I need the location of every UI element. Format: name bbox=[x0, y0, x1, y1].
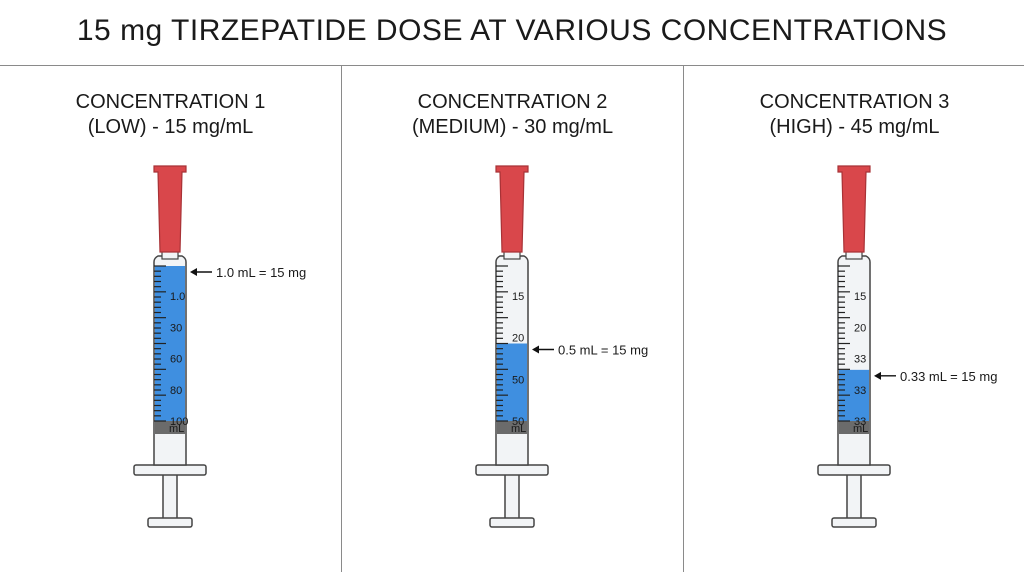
plunger-thumb-rest bbox=[147, 517, 193, 528]
panel-heading: CONCENTRATION 3 (HIGH) - 45 mg/mL bbox=[684, 90, 1024, 140]
scale-label: 15 bbox=[854, 291, 866, 303]
plunger-stopper bbox=[839, 421, 869, 434]
plunger-thumb-rest bbox=[831, 517, 877, 528]
annotation-arrow-head bbox=[874, 371, 881, 380]
liquid-fill bbox=[497, 343, 527, 421]
annotation-arrow-head bbox=[532, 345, 539, 354]
scale-label: 20 bbox=[854, 322, 866, 334]
plunger-thumb-rest bbox=[489, 517, 535, 528]
panel-divider-1 bbox=[341, 66, 342, 572]
panel-concentration-2: CONCENTRATION 2 (MEDIUM) - 30 mg/mL 15 20… bbox=[342, 66, 683, 572]
unit-label: mL bbox=[853, 423, 868, 435]
panel-heading-line2: (MEDIUM) - 30 mg/mL bbox=[411, 116, 614, 138]
unit-label: mL bbox=[169, 423, 184, 435]
scale-label: 50 bbox=[512, 416, 524, 428]
needle-cap bbox=[153, 165, 187, 253]
scale-label: 80 bbox=[170, 385, 182, 397]
dose-annotation: 0.33 mL = 15 mg bbox=[900, 369, 997, 384]
scale-label: 33 bbox=[854, 385, 866, 397]
annotation-arrow-head bbox=[190, 268, 197, 276]
panel-divider-2 bbox=[683, 66, 684, 572]
needle-cap bbox=[495, 165, 529, 253]
plunger-stopper bbox=[497, 421, 527, 434]
plunger-stopper bbox=[155, 421, 185, 434]
panel-heading-line1: CONCENTRATION 1 bbox=[75, 91, 266, 113]
dose-annotation: 0.5 mL = 15 mg bbox=[558, 343, 648, 358]
scale-label: 60 bbox=[170, 354, 182, 366]
panel-heading-line1: CONCENTRATION 3 bbox=[759, 91, 950, 113]
scale-label: 50 bbox=[512, 374, 524, 386]
panel-heading: CONCENTRATION 1 (LOW) - 15 mg/mL bbox=[0, 90, 341, 140]
scale-label: 100 bbox=[170, 416, 188, 428]
scale-label: 33 bbox=[854, 416, 866, 428]
scale-label: 20 bbox=[512, 333, 524, 345]
unit-label: mL bbox=[511, 423, 526, 435]
finger-flange bbox=[475, 464, 549, 476]
panel-concentration-1: CONCENTRATION 1 (LOW) - 15 mg/mL 1.0 30 60… bbox=[0, 66, 341, 572]
scale-label: 33 bbox=[854, 354, 866, 366]
finger-flange bbox=[133, 464, 207, 476]
page-title: 15 mg TIRZEPATIDE DOSE AT VARIOUS CONCEN… bbox=[76, 14, 948, 47]
panel-heading-line1: CONCENTRATION 2 bbox=[417, 91, 608, 113]
finger-flange bbox=[817, 464, 891, 476]
scale-label: 30 bbox=[170, 322, 182, 334]
scale-label: 1.0 bbox=[170, 291, 185, 303]
dose-annotation: 1.0 mL = 15 mg bbox=[216, 265, 306, 280]
panel-concentration-3: CONCENTRATION 3 (HIGH) - 45 mg/mL 15 20 33… bbox=[684, 66, 1024, 572]
needle-cap bbox=[837, 165, 871, 253]
panel-heading: CONCENTRATION 2 (MEDIUM) - 30 mg/mL bbox=[342, 90, 683, 140]
panel-heading-line2: (LOW) - 15 mg/mL bbox=[87, 116, 254, 138]
title-divider bbox=[0, 65, 1024, 66]
panel-heading-line2: (HIGH) - 45 mg/mL bbox=[769, 116, 940, 138]
scale-label: 15 bbox=[512, 291, 524, 303]
